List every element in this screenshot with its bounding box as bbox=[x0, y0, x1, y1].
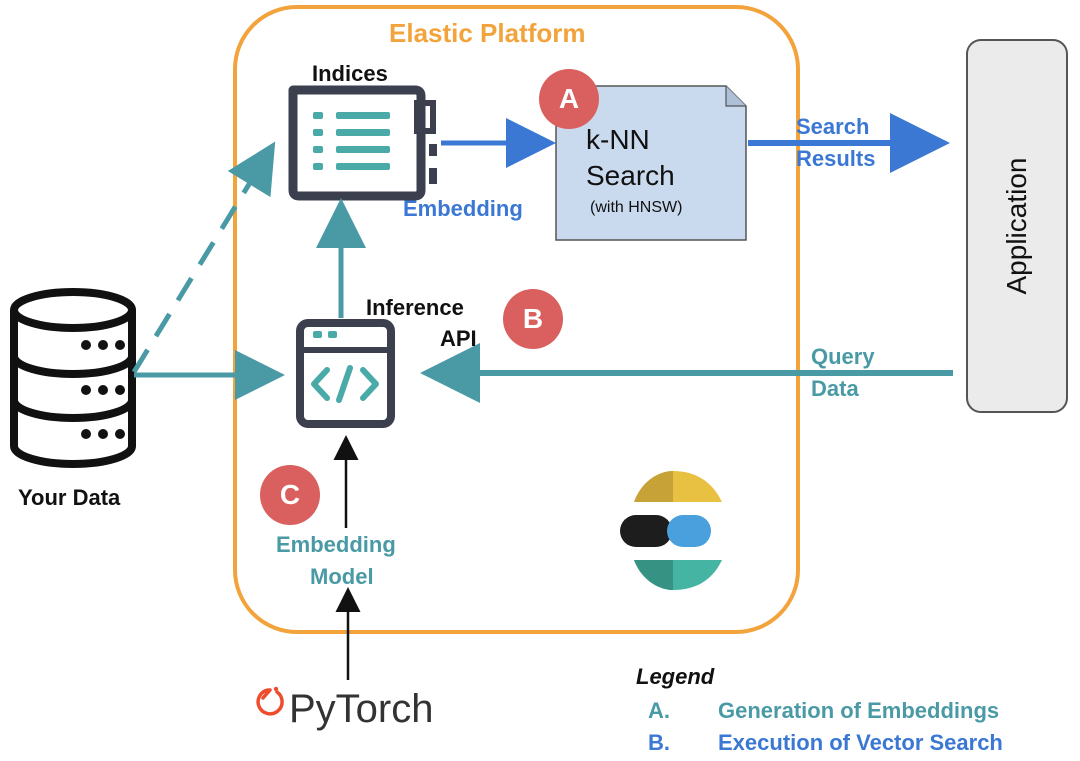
application-box bbox=[966, 39, 1068, 413]
knn-line3: (with HNSW) bbox=[590, 199, 683, 216]
code-window-icon bbox=[296, 319, 395, 428]
arrow-data-to-indices-dashed bbox=[131, 141, 276, 374]
legend-item-b: Execution of Vector Search bbox=[718, 730, 1003, 755]
pytorch-flame-icon bbox=[256, 686, 284, 716]
elastic-logo bbox=[620, 471, 722, 590]
embedding-model-line2: Model bbox=[310, 564, 374, 589]
legend-item-a: Generation of Embeddings bbox=[718, 698, 1000, 723]
inference-api-line2: API bbox=[440, 326, 477, 351]
marker-b: B bbox=[503, 289, 563, 349]
search-results-label-1: Search bbox=[796, 114, 870, 139]
legend-title: Legend bbox=[636, 664, 715, 689]
pytorch-label: PyTorch bbox=[289, 687, 434, 731]
marker-c: C bbox=[260, 465, 320, 525]
knn-line2: Search bbox=[586, 160, 675, 191]
knn-fold-corner bbox=[725, 86, 746, 107]
platform-title: Elastic Platform bbox=[389, 18, 586, 48]
inference-api-line1: Inference bbox=[366, 295, 464, 320]
marker-a: A bbox=[539, 69, 599, 129]
knn-search-box bbox=[555, 85, 747, 241]
query-data-label-2: Data bbox=[811, 376, 859, 401]
your-data-label: Your Data bbox=[18, 485, 121, 510]
indices-label: Indices bbox=[312, 61, 388, 86]
indices-icon bbox=[288, 85, 437, 201]
legend-letter-b: B. bbox=[648, 730, 670, 755]
search-results-label-2: Results bbox=[796, 146, 876, 171]
query-data-label-1: Query bbox=[811, 344, 875, 369]
embedding-model-line1: Embedding bbox=[276, 532, 396, 557]
application-label: Application bbox=[1000, 157, 1032, 295]
knn-line1: k-NN bbox=[586, 124, 650, 155]
legend-letter-a: A. bbox=[648, 698, 670, 723]
elastic-platform-box bbox=[233, 5, 800, 634]
database-icon bbox=[10, 288, 136, 468]
embedding-edge-label: Embedding bbox=[403, 196, 523, 221]
